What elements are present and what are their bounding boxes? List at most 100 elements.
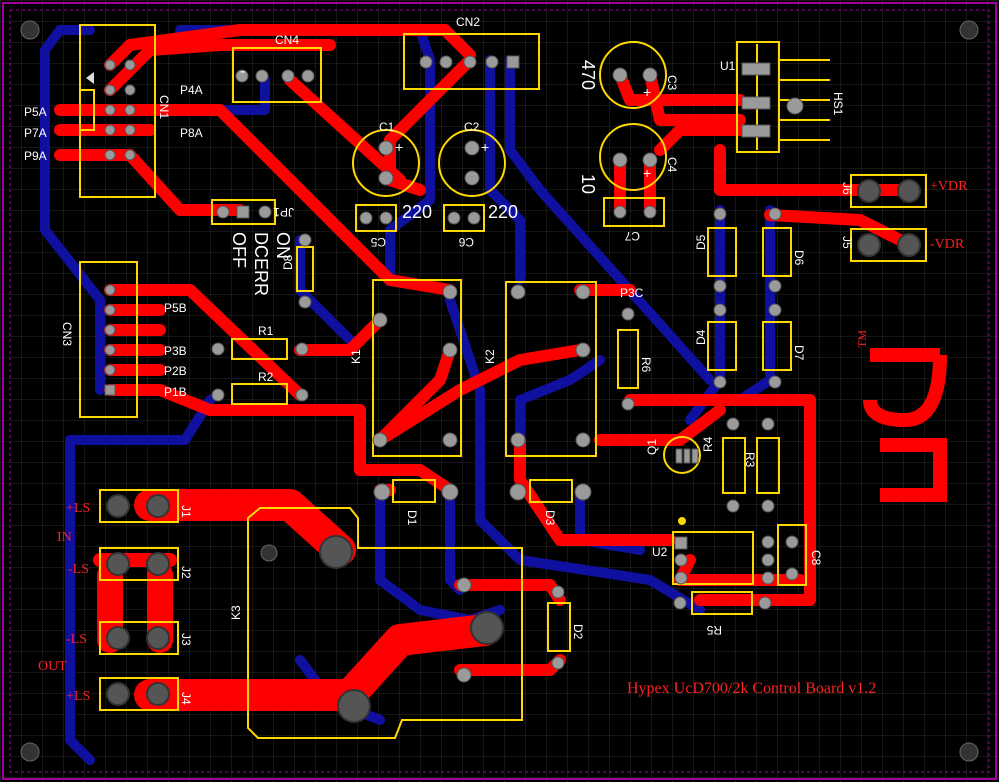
j5-outline — [850, 228, 927, 262]
label-c8: C8 — [809, 550, 823, 566]
label-k3: K3 — [229, 605, 243, 620]
board-title: Hypex UcD700/2k Control Board v1.2 — [627, 680, 876, 697]
label-j5: J5 — [840, 236, 854, 249]
label-cn1: CN1 — [157, 95, 171, 119]
d5-outline — [707, 227, 737, 277]
label-j3: J3 — [179, 633, 193, 646]
label-cn4: CN4 — [275, 33, 299, 47]
mounting-holes — [20, 20, 979, 762]
label-p5a: P5A — [24, 105, 47, 119]
label-jp1: JP1 — [273, 205, 294, 219]
label-c1: C1 — [379, 120, 395, 134]
r3-outline — [756, 437, 780, 494]
label-d6: D6 — [792, 250, 806, 266]
large-pads — [106, 179, 921, 723]
jp1-dcerr: DCERR — [251, 232, 271, 296]
r1-outline — [231, 338, 288, 360]
ucd-logo — [863, 348, 947, 502]
jp1-on: ON — [273, 232, 293, 259]
q1-outline — [663, 436, 701, 474]
c5-outline — [355, 204, 397, 232]
label-d7: D7 — [792, 345, 806, 361]
d2-outline — [547, 602, 571, 652]
label-p1b: P1B — [164, 385, 187, 399]
label-minus-ls-2: -LS — [68, 562, 89, 577]
r6-outline — [617, 329, 639, 389]
label-j6: J6 — [840, 182, 854, 195]
label-hs1: HS1 — [831, 92, 845, 116]
r5-outline — [691, 591, 753, 615]
c2-value: 220 — [488, 202, 518, 222]
label-k2: K2 — [483, 349, 497, 364]
jp1-off: OFF — [229, 232, 249, 268]
label-p3c: P3C — [620, 286, 644, 300]
label-d4: D4 — [694, 329, 708, 345]
label-d1: D1 — [405, 510, 419, 526]
label-r6: R6 — [639, 357, 653, 373]
label-p9a: P9A — [24, 149, 47, 163]
c4-outline — [599, 123, 667, 191]
j1-outline — [99, 489, 179, 523]
pads — [104, 55, 804, 683]
k3-outline — [247, 507, 523, 739]
c1-plus: + — [395, 139, 403, 155]
d4-outline — [707, 321, 737, 371]
label-c3: C3 — [665, 75, 679, 91]
label-p3b: P3B — [164, 344, 187, 358]
c4-plus: + — [643, 165, 651, 181]
label-c7: C7 — [624, 229, 640, 243]
label-plus-ls-in: +LS — [66, 501, 90, 516]
jp1-outline — [211, 199, 276, 225]
c2-plus: + — [481, 139, 489, 155]
d6-outline — [762, 227, 792, 277]
cn4-outline — [232, 47, 322, 103]
c4-value: 10 — [578, 174, 598, 194]
label-d3: D3 — [543, 510, 557, 526]
cn4-minus: - — [240, 63, 245, 80]
label-out: OUT — [38, 659, 67, 674]
label-j4: J4 — [179, 692, 193, 705]
silkscreen-outlines — [79, 24, 927, 739]
label-c5: C5 — [370, 235, 386, 249]
label-u1: U1 — [720, 59, 736, 73]
label-p8a: P8A — [180, 126, 203, 140]
cn1-pin1-marker — [86, 72, 94, 84]
c3-value: 470 — [578, 60, 598, 90]
c7-outline — [603, 197, 665, 227]
cn2-outline — [403, 33, 540, 90]
j3-outline — [99, 621, 179, 655]
c1-outline — [352, 129, 420, 197]
label-d5: D5 — [694, 234, 708, 250]
j6-outline — [850, 174, 927, 208]
u2-outline — [672, 531, 754, 585]
k2-outline — [505, 281, 597, 457]
label-minus-vdr: -VDR — [930, 237, 965, 252]
label-p5b: P5B — [164, 301, 187, 315]
label-c6: C6 — [458, 235, 474, 249]
label-minus-ls-3: -LS — [66, 632, 87, 647]
label-q1: Q1 — [645, 439, 659, 455]
pin1-marker — [678, 517, 686, 525]
label-r3: R3 — [743, 452, 757, 468]
d1-outline — [392, 479, 436, 503]
label-c4: C4 — [665, 157, 679, 173]
j4-outline — [99, 677, 179, 711]
label-r4: R4 — [701, 436, 715, 452]
d8-outline — [296, 246, 314, 292]
c3-plus: + — [643, 84, 651, 100]
label-u2: U2 — [652, 545, 668, 559]
k1-outline — [372, 279, 462, 457]
j2-outline — [99, 547, 179, 581]
d3-outline — [529, 479, 573, 503]
label-j1: J1 — [179, 505, 193, 518]
cn3-outline — [79, 261, 138, 418]
label-p7a: P7A — [24, 126, 47, 140]
power-traces — [93, 489, 501, 711]
label-c2: C2 — [464, 120, 480, 134]
label-r1: R1 — [258, 324, 274, 338]
label-k1: K1 — [349, 349, 363, 364]
label-d2: D2 — [571, 624, 585, 640]
